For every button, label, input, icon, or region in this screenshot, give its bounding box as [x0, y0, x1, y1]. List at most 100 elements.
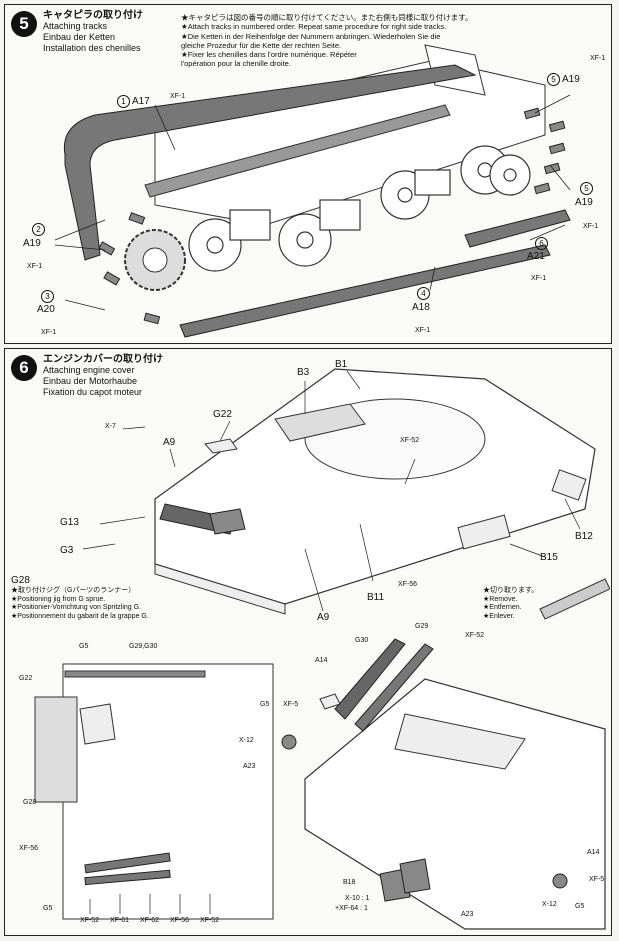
- part-label-a21: A21: [527, 251, 545, 262]
- inset-paint-4: XF-56: [170, 917, 190, 924]
- paint-code: XF-1: [590, 55, 606, 62]
- instruction-line: ★Fixer les chenilles dans l'ordre numéri…: [181, 50, 357, 60]
- part-label-g5: G5: [260, 701, 270, 708]
- step-title-de: Einbau der Motorhaube: [43, 376, 138, 386]
- part-label-g30: G30: [355, 637, 369, 644]
- part-label-a9-top: A9: [163, 437, 176, 448]
- part-label-g13: G13: [60, 517, 79, 528]
- part-label-a14-right: A14: [587, 849, 600, 856]
- step-title-jp: エンジンカバーの取り付け: [43, 354, 163, 365]
- order-number: 5: [547, 73, 560, 86]
- order-number: 4: [417, 287, 430, 300]
- instruction-line: l'opération pour la chenille droite.: [181, 59, 291, 69]
- step-6-panel: 6 エンジンカバーの取り付け Attaching engine cover Ei…: [4, 348, 612, 936]
- paint-code: XF-52: [400, 437, 420, 444]
- part-label-b18: B18: [343, 879, 356, 886]
- paint-code: X-7: [105, 423, 116, 430]
- instruction-line: ★Die Ketten in der Reihenfolge der Numme…: [181, 31, 441, 41]
- order-number-3: 3: [41, 290, 56, 303]
- step-number-badge: 5: [11, 11, 37, 37]
- note-de: ★Entfernen.: [483, 604, 522, 611]
- part-label-b11: B11: [367, 592, 385, 603]
- paint-code: XF-1: [415, 327, 431, 334]
- step-title-fr: Fixation du capot moteur: [43, 387, 143, 397]
- paint-code: XF-56: [398, 581, 418, 588]
- order-number: 6: [535, 237, 548, 250]
- part-label-b3: B3: [297, 367, 310, 378]
- note-de: ★Positionier-Vorrichtung von Spritzling …: [11, 604, 141, 611]
- part-label-a9-bottom: A9: [317, 612, 330, 623]
- step-title-jp: キャタピラの取り付け: [43, 10, 143, 21]
- step-title-en: Attaching tracks: [43, 21, 108, 31]
- paint-code: XF-5: [283, 701, 299, 708]
- paint-code: XF-1: [531, 275, 547, 282]
- note-fr: ★Positionnement du gabarit de la grappe …: [11, 612, 149, 620]
- part-label-a23-bottom: A23: [461, 911, 474, 918]
- step-5-panel: 5 キャタピラの取り付け Attaching tracks Einbau der…: [4, 4, 612, 344]
- paint-code: X-12: [239, 737, 254, 744]
- part-label-g22: G22: [213, 409, 232, 420]
- paint-mix-1: X-10 : 1: [345, 895, 370, 902]
- order-number: 5: [580, 182, 593, 195]
- paint-code: XF-52: [465, 632, 485, 639]
- g28-note: ★取り付けジグ（Gパーツのランナー） ★Positioning jig from…: [11, 587, 149, 621]
- part-label-b12: B12: [575, 531, 593, 542]
- part-code: A17: [132, 96, 150, 107]
- paint-code: XF-1: [41, 329, 57, 336]
- order-number: 2: [32, 223, 45, 236]
- part-label-g28: G28: [11, 575, 30, 586]
- note-jp: ★切り取ります。: [483, 587, 539, 594]
- instruction-line: ★Attach tracks in numbered order. Repeat…: [181, 22, 447, 32]
- step-number-badge: 6: [11, 355, 37, 381]
- order-number-6: 6: [535, 237, 550, 250]
- order-number-5b: 5: [580, 182, 595, 195]
- inset-label-g28: G28: [23, 799, 37, 806]
- paint-code: X-12: [542, 901, 557, 908]
- paint-code: XF-5: [589, 876, 605, 883]
- inset-paint-3: XF-62: [140, 917, 160, 924]
- part-label-a23-left: A23: [243, 763, 256, 770]
- part-label-a20: A20: [37, 304, 55, 315]
- note-en: ★Positioning jig from G sprue.: [11, 595, 106, 603]
- order-number: 3: [41, 290, 54, 303]
- remove-note: ★切り取ります。 ★Remove. ★Entfernen. ★Enlever.: [483, 587, 538, 621]
- engine-cover-illustration: [34, 368, 610, 930]
- part-label-a14-top: A14: [315, 657, 328, 664]
- part-label-a19-left: A19: [23, 238, 41, 249]
- step-5-instructions: ★キャタピラは図の番号の順に取り付けてください。また右側も同様に取り付けます。 …: [181, 13, 481, 69]
- part-label-g29: G29: [415, 623, 429, 630]
- order-number-2: 2: [32, 223, 47, 236]
- part-label-a19-right: A19: [575, 197, 593, 208]
- inset-paint-1: XF-52: [80, 917, 100, 924]
- part-label-a18: A18: [412, 302, 430, 313]
- paint-code: XF-1: [170, 93, 186, 100]
- order-number: 1: [117, 95, 130, 108]
- inset-label-g22: G22: [19, 675, 33, 682]
- step-6-titles: エンジンカバーの取り付け Attaching engine cover Einb…: [43, 354, 163, 398]
- step-title-de: Einbau der Ketten: [43, 32, 116, 42]
- instruction-line: gleiche Prozedur für die Kette der recht…: [181, 40, 342, 50]
- note-fr: ★Enlever.: [483, 612, 515, 620]
- paint-code: XF-1: [583, 223, 599, 230]
- inset-paint-xf56: XF-56: [19, 845, 39, 852]
- inset-label-g5-bottom: G5: [43, 905, 53, 912]
- part-code: A19: [562, 74, 580, 85]
- inset-paint-2: XF-61: [110, 917, 130, 924]
- part-label-g5-right: G5: [575, 903, 585, 910]
- inset-label-g5-top: G5: [79, 643, 89, 650]
- track-assembly-illustration: [54, 44, 571, 338]
- paint-mix-2: +XF-64 : 1: [335, 905, 368, 912]
- inset-label-g29-g30: G29,G30: [129, 643, 158, 650]
- part-label-b15: B15: [540, 552, 558, 563]
- order-number-4: 4: [417, 287, 432, 300]
- step-5-titles: キャタピラの取り付け Attaching tracks Einbau der K…: [43, 10, 143, 54]
- note-jp: ★取り付けジグ（Gパーツのランナー）: [11, 587, 136, 594]
- step-title-fr: Installation des chenilles: [43, 43, 141, 53]
- inset-paint-5: XF-52: [200, 917, 220, 924]
- instruction-line: ★キャタピラは図の番号の順に取り付けてください。また右側も同様に取り付けます。: [181, 13, 473, 22]
- part-label-g3: G3: [60, 545, 74, 556]
- note-en: ★Remove.: [483, 595, 518, 603]
- step-title-en: Attaching engine cover: [43, 365, 135, 375]
